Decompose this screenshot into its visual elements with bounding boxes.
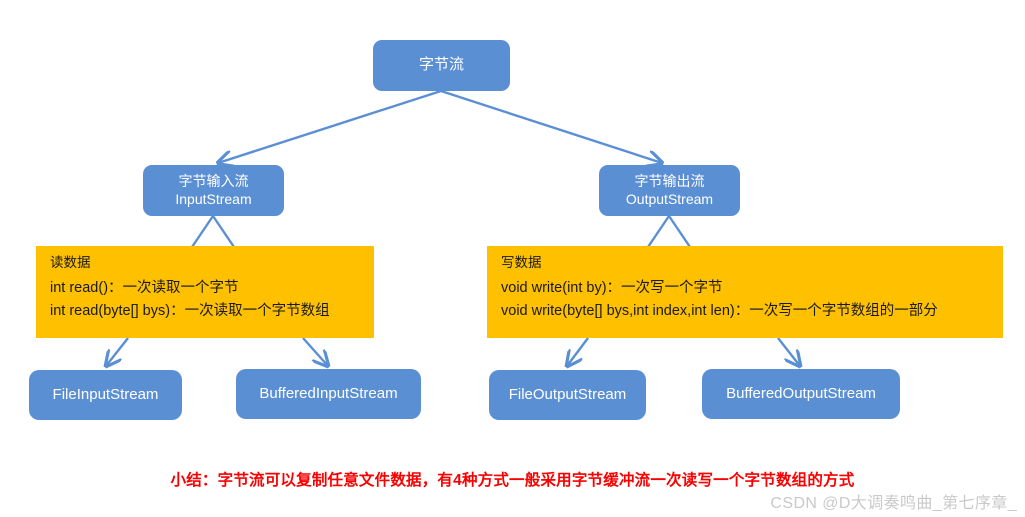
edge-output-to-write-right	[668, 215, 691, 248]
node-output-stream-label-en: OutputStream	[625, 190, 714, 207]
summary-text: 小结：字节流可以复制任意文件数据，有4种方式一般采用字节缓冲流一次读写一个字节数…	[170, 472, 855, 489]
node-input-stream-label-cn: 字节输入流	[178, 173, 249, 190]
node-buffered-input-stream-label: BufferedInputStream	[259, 384, 398, 402]
node-file-output-stream-label: FileOutputStream	[508, 385, 627, 403]
node-output-stream[interactable]: 字节输出流 OutputStream	[599, 165, 740, 216]
node-buffered-input-stream[interactable]: BufferedInputStream	[236, 369, 421, 419]
edge-input-to-read-right	[212, 215, 235, 248]
node-input-stream[interactable]: 字节输入流 InputStream	[143, 165, 284, 216]
edge-root-to-input	[218, 89, 442, 163]
node-input-stream-label-en: InputStream	[175, 190, 252, 207]
node-byte-stream[interactable]: 字节流	[373, 40, 510, 91]
node-file-output-stream[interactable]: FileOutputStream	[489, 370, 646, 420]
csdn-watermark: CSDN @D大调奏鸣曲_第七序章_	[770, 495, 1017, 512]
edge-output-to-write-left	[647, 215, 670, 248]
node-buffered-output-stream-label: BufferedOutputStream	[726, 384, 876, 402]
edge-root-to-output	[440, 89, 662, 163]
panel-read-data: 读数据 int read()：一次读取一个字节 int read(byte[] …	[36, 246, 374, 338]
panel-read-method-2: int read(byte[] bys)：一次读取一个字节数组	[50, 303, 330, 319]
panel-write-method-1: void write(int by)：一次写一个字节	[501, 279, 723, 296]
node-buffered-output-stream[interactable]: BufferedOutputStream	[702, 369, 900, 419]
edge-write-to-bos	[777, 337, 800, 366]
panel-write-method-2: void write(byte[] bys,int index,int len)…	[501, 303, 938, 319]
edge-read-to-bis	[302, 337, 328, 366]
node-byte-stream-label: 字节流	[418, 56, 464, 74]
node-file-input-stream-label: FileInputStream	[52, 385, 159, 403]
node-file-input-stream[interactable]: FileInputStream	[29, 370, 182, 420]
panel-read-method-1: int read()：一次读取一个字节	[50, 279, 239, 296]
edge-write-to-fos	[567, 337, 589, 366]
edge-input-to-read-left	[191, 215, 214, 248]
panel-read-heading: 读数据	[50, 255, 91, 270]
panel-write-heading: 写数据	[501, 255, 542, 270]
edge-read-to-fis	[106, 337, 129, 366]
node-output-stream-label-cn: 字节输出流	[634, 173, 705, 190]
panel-write-data: 写数据 void write(int by)：一次写一个字节 void writ…	[487, 246, 1003, 338]
